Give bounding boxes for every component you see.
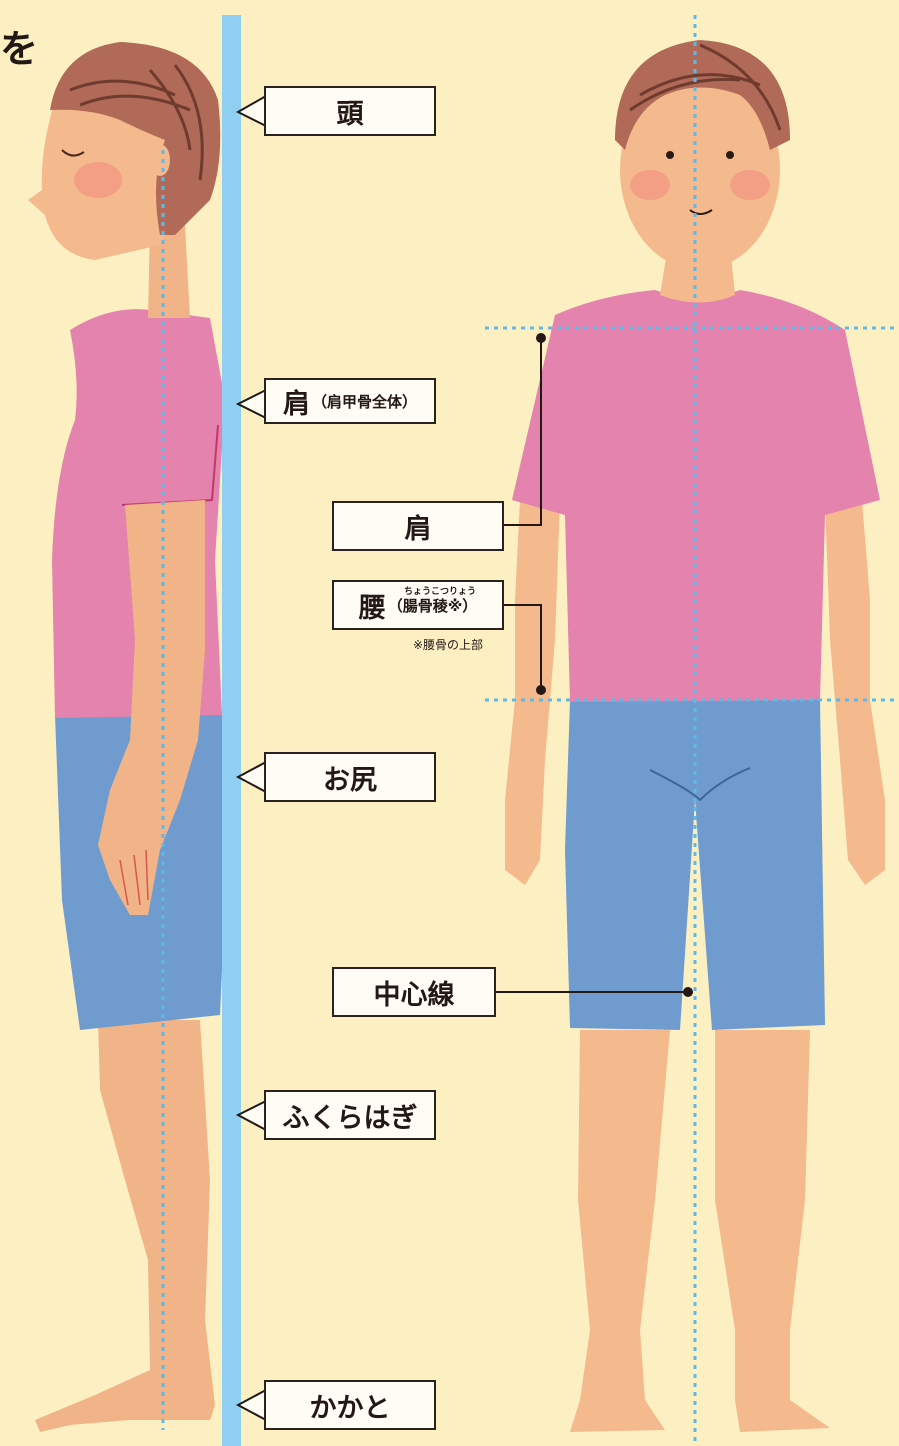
label-calf: ふくらはぎ (264, 1090, 436, 1140)
side-arm (98, 500, 205, 915)
front-right-arm (825, 500, 885, 885)
heading-fragment: を (0, 27, 39, 71)
plumb-line (222, 15, 241, 1446)
label-shoulder-front: 肩 (332, 501, 504, 551)
front-hair (615, 40, 790, 150)
leader-lines (496, 338, 688, 993)
front-left-leg (570, 1030, 670, 1432)
label-head: 頭 (264, 86, 436, 136)
front-shorts (565, 700, 825, 1030)
label-center-line: 中心線 (332, 967, 496, 1017)
waist-footnote: ※腰骨の上部 (413, 638, 484, 652)
label-shoulder-side: 肩 （肩甲骨全体） (264, 378, 436, 424)
front-face (620, 70, 780, 270)
label-buttocks: お尻 (264, 752, 436, 802)
label-pointers (235, 95, 267, 1421)
side-hair (50, 42, 221, 235)
label-heel: かかと (264, 1380, 436, 1430)
side-figure (28, 42, 230, 1432)
front-left-arm (505, 500, 560, 885)
side-leg (35, 1020, 215, 1432)
front-right-leg (715, 1030, 830, 1432)
label-waist: 腰 （腸骨稜※） (332, 580, 504, 630)
waist-ruby: ちょうこつりょう (404, 587, 477, 597)
front-figure (505, 40, 885, 1432)
